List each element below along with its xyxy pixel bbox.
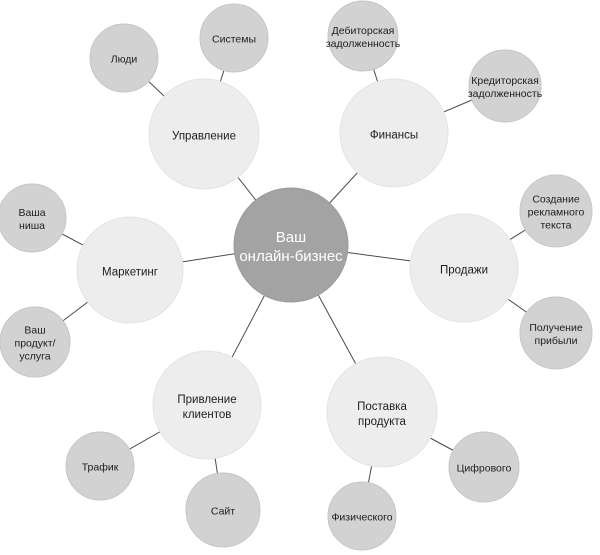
leaf-node-marketing-0-label-line: Ваша [18,207,45,219]
leaf-node-acquisition-0-circle [65,431,135,501]
leaf-node-marketing-0-label-line: ниша [19,220,45,232]
leaf-node-marketing-1-label-line: Ваш [24,325,45,337]
leaf-node-management-0-circle [89,23,159,93]
leaf-node-delivery-1-circle [327,481,397,551]
leaf-node-acquisition-1: Сайт [185,472,261,548]
central-node-label-line: онлайн-бизнес [239,248,343,265]
leaf-node-marketing-1-circle [0,306,71,378]
leaf-node-marketing-0-circle [0,183,67,253]
category-node-marketing-label-line: Маркетинг [102,266,158,278]
category-node-delivery-label-line: Поставка [357,401,407,413]
leaf-node-delivery-1-label-line: Физического [331,512,392,524]
category-node-management-label-line: Управление [172,130,236,142]
leaf-node-acquisition-0-label-line: Трафик [82,462,119,474]
leaf-node-delivery-1: Физического [327,481,397,551]
leaf-node-sales-1-label-line: Получение [529,322,583,334]
leaf-node-marketing-1-label-line: продукт/ [15,338,56,350]
leaf-node-acquisition-1-label-line: Сайт [211,506,235,518]
category-node-delivery-circle [326,356,438,468]
leaf-node-management-1-label-line: Системы [212,34,256,46]
leaf-node-sales-0-label-line: текста [540,220,571,232]
category-node-finance-circle [339,78,449,188]
leaf-node-sales-0-label-line: рекламного [528,207,585,219]
leaf-node-delivery-0-label-line: Цифрового [457,463,512,475]
central-node-circle [233,187,349,303]
leaf-node-sales-1-label-line: прибыли [535,335,578,347]
leaf-node-finance-1-circle [468,49,542,123]
leaf-node-marketing-1-label-line: услуга [19,351,50,363]
category-node-finance: Финансы [339,78,449,188]
leaf-node-sales-1-circle [519,296,593,370]
leaf-node-finance-0-label-line: задолженность [326,38,401,50]
leaf-node-acquisition-0: Трафик [65,431,135,501]
leaf-node-finance-1-label-line: задолженность [468,88,543,100]
category-node-finance-label-line: Финансы [370,129,418,141]
category-node-acquisition-circle [152,350,262,460]
category-node-sales-circle [409,213,519,323]
central-node: Ваш онлайн-бизнес [233,187,349,303]
category-node-delivery: Поставка продукта [326,356,438,468]
leaf-node-delivery-0-circle [448,431,520,503]
category-node-sales-label-line: Продажи [440,264,488,276]
leaf-node-delivery-0: Цифрового [448,431,520,503]
category-node-management: Управление [148,78,260,190]
category-node-marketing-circle [76,216,184,324]
leaf-node-management-0-label-line: Люди [111,54,138,66]
category-node-acquisition-label-line: клиентов [183,409,232,421]
category-node-management-circle [148,78,260,190]
category-node-acquisition-label-line: Привление [177,394,236,406]
leaf-node-sales-0-circle [519,174,593,248]
central-node-label-line: Ваш [276,229,306,246]
leaf-node-acquisition-1-circle [185,472,261,548]
leaf-node-management-0: Люди [89,23,159,93]
leaf-node-finance-0-circle [327,0,399,72]
leaf-node-finance-0-label-line: Дебиторская [332,25,395,37]
leaf-node-management-1-circle [199,3,269,73]
leaf-node-finance-1-label-line: Кредиторская [471,75,539,87]
leaf-node-sales-0-label-line: Создание [532,194,580,206]
category-node-acquisition: Привление клиентов [152,350,262,460]
category-node-marketing: Маркетинг [76,216,184,324]
leaf-node-management-1: Системы [199,3,269,73]
category-node-delivery-label-line: продукта [358,416,407,428]
category-node-sales: Продажи [409,213,519,323]
